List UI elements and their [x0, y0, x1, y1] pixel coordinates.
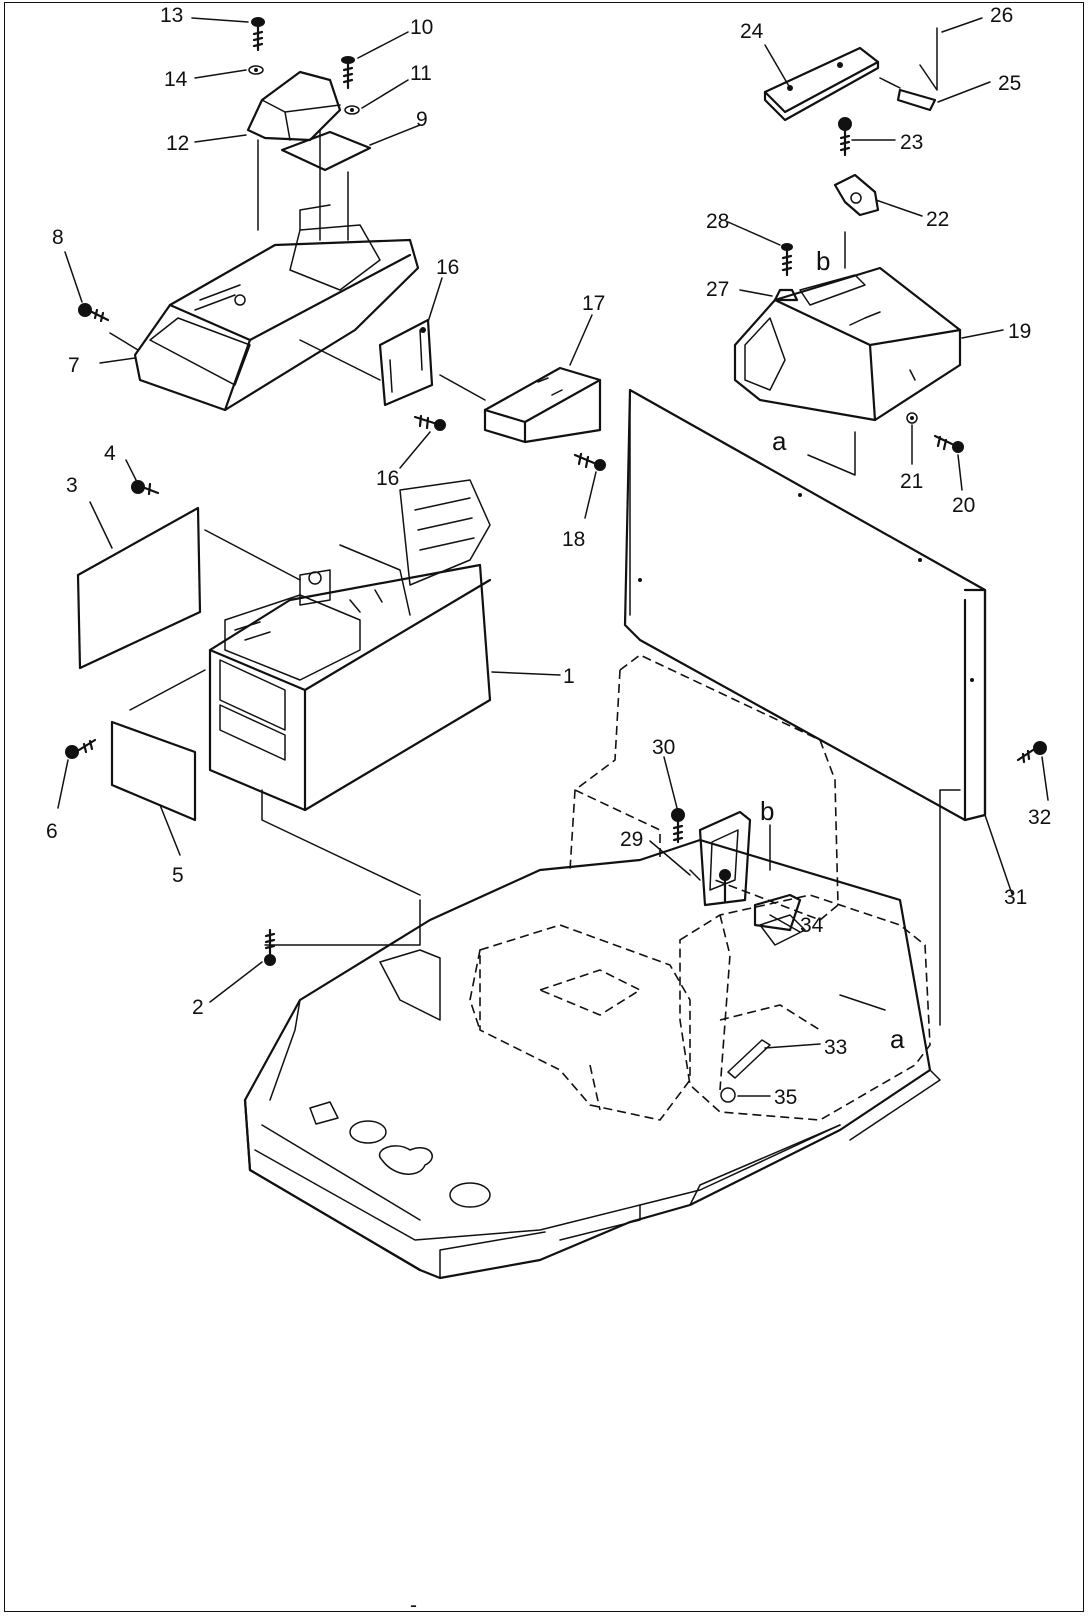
callout-19: 19 [1008, 320, 1031, 343]
callout-29: 29 [620, 828, 643, 851]
callout-14: 14 [164, 68, 188, 91]
operator-seat [469, 654, 839, 1121]
callout-35: 35 [774, 1086, 797, 1109]
cover-19 [733, 266, 962, 422]
callout-7: 7 [68, 354, 80, 377]
callout-16-bottom: 16 [376, 467, 399, 490]
callout-31: 31 [1004, 886, 1027, 909]
bolt-4 [131, 480, 160, 496]
connector-a-bottom: a [890, 1024, 905, 1054]
leader-lines [57, 17, 1049, 1097]
bolt-18 [573, 452, 606, 471]
connector-b-bottom: b [760, 796, 774, 826]
bolt-2 [264, 928, 276, 966]
left-console-7 [133, 204, 420, 412]
washer-14 [248, 65, 264, 75]
partition-panel-31 [623, 388, 987, 822]
bracket-22 [833, 173, 880, 217]
bolt-13 [251, 17, 265, 52]
callout-24: 24 [740, 20, 764, 43]
cover-12 [246, 70, 342, 241]
callout-3: 3 [66, 474, 78, 497]
callout-11: 11 [410, 62, 432, 85]
callout-30: 30 [652, 736, 675, 759]
callout-10: 10 [410, 16, 433, 39]
callout-18: 18 [562, 528, 585, 551]
partition-mount-line [939, 789, 961, 1026]
floor-frame [243, 838, 941, 1280]
bolt-20 [933, 434, 964, 453]
footer-mark: - [410, 1594, 417, 1616]
cover-plate-3 [76, 506, 301, 670]
callout-13: 13 [160, 4, 183, 27]
callout-26: 26 [990, 4, 1013, 27]
screw-28 [781, 243, 793, 277]
washer-21 [906, 412, 918, 424]
callout-27: 27 [706, 278, 729, 301]
plate-24 [763, 46, 880, 122]
cover-plate-5 [110, 669, 206, 822]
callout-34: 34 [800, 914, 824, 937]
plate-34 [753, 893, 802, 932]
callout-23: 23 [900, 131, 923, 154]
callout-12: 12 [166, 132, 189, 155]
callout-22: 22 [926, 208, 949, 231]
callout-33: 33 [824, 1036, 847, 1059]
plate-9 [280, 130, 372, 241]
callout-6: 6 [46, 820, 58, 843]
bolt-8 [78, 303, 110, 323]
bolt-6 [65, 738, 97, 759]
battery-box-1 [208, 479, 492, 946]
callout-20: 20 [952, 494, 975, 517]
callout-25: 25 [998, 72, 1021, 95]
bolt-30 [671, 808, 685, 844]
callout-32: 32 [1028, 806, 1051, 829]
callout-4: 4 [104, 442, 116, 465]
bolt-10 [341, 56, 355, 90]
right-console [679, 894, 931, 1121]
washer-11 [344, 105, 360, 115]
callout-2: 2 [192, 996, 204, 1019]
callout-8: 8 [52, 226, 64, 249]
callout-16-top: 16 [436, 256, 459, 279]
nut-27 [773, 288, 799, 302]
connector-a-top: a [772, 426, 787, 456]
diagram-frame [4, 2, 1084, 1612]
callout-17: 17 [582, 292, 605, 315]
callout-9: 9 [416, 108, 428, 131]
bolt-23 [838, 117, 852, 157]
bolt-32 [1016, 741, 1047, 764]
bolt-16b [413, 414, 446, 431]
connector-letters: a b b a [760, 246, 905, 1054]
connector-a-top-line [807, 431, 856, 476]
bracket-16 [299, 318, 434, 407]
callout-1: 1 [563, 665, 575, 688]
callout-numbers: 13 14 12 10 11 9 8 7 16 16 17 18 4 3 1 6… [46, 4, 1051, 1109]
clip-26 [919, 27, 938, 91]
bracket-17 [439, 366, 602, 444]
connector-a-bottom-line [839, 994, 886, 1011]
callout-28: 28 [706, 210, 729, 233]
callout-21: 21 [900, 470, 923, 493]
callout-5: 5 [172, 864, 184, 887]
connector-b-top: b [816, 246, 830, 276]
bolt-34b [719, 869, 731, 904]
bracket-29 [689, 810, 752, 907]
pin-25 [879, 77, 937, 112]
